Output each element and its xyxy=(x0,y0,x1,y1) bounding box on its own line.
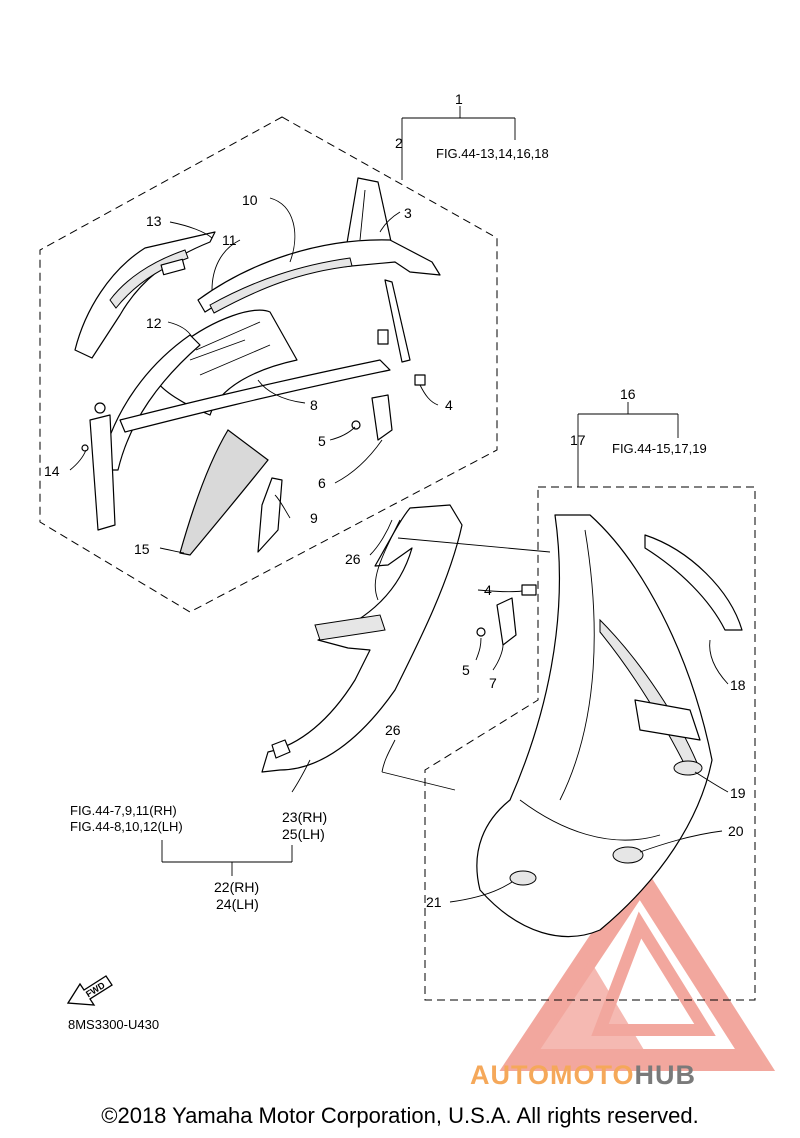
part-10-upper-panel xyxy=(197,239,441,314)
callout-4-top: 4 xyxy=(445,397,453,413)
reference-fig-lh: FIG.44-8,10,12(LH) xyxy=(70,819,183,834)
leader-lines xyxy=(69,106,729,903)
callout-26-bottom: 26 xyxy=(385,722,401,738)
callout-21: 21 xyxy=(426,894,442,910)
right-assembly-boundary xyxy=(424,486,756,1001)
part-19-pad xyxy=(673,760,703,776)
callout-20: 20 xyxy=(728,823,744,839)
callout-25: 25(LH) xyxy=(282,826,325,842)
callout-18: 18 xyxy=(730,677,746,693)
callout-13: 13 xyxy=(146,213,162,229)
callout-2: 2 xyxy=(395,135,403,151)
part-3-windscreen xyxy=(346,177,393,247)
copyright-text: ©2018 Yamaha Motor Corporation, U.S.A. A… xyxy=(101,1103,699,1128)
callout-23: 23(RH) xyxy=(282,809,327,825)
part-23-side-panel xyxy=(261,504,463,773)
part-6-clip xyxy=(351,394,393,441)
callout-16: 16 xyxy=(620,386,636,402)
reference-fig-top: FIG.44-13,14,16,18 xyxy=(436,146,549,161)
callout-11: 11 xyxy=(222,232,237,248)
callout-5-mid: 5 xyxy=(462,662,470,678)
callout-10: 10 xyxy=(242,192,258,208)
reference-fig-rh: FIG.44-7,9,11(RH) xyxy=(70,803,177,818)
part-9-bracket xyxy=(257,477,283,553)
callout-7: 7 xyxy=(489,675,497,691)
top-assembly-boundary xyxy=(39,116,498,613)
callout-6: 6 xyxy=(318,475,326,491)
part-13-side-cover xyxy=(74,231,216,359)
callout-22: 22(RH) xyxy=(214,879,259,895)
callout-4-mid: 4 xyxy=(484,582,492,598)
watermark-logo xyxy=(499,859,776,1071)
diagram-code: 8MS3300-U430 xyxy=(68,1017,159,1032)
reference-fig-mid: FIG.44-15,17,19 xyxy=(612,441,707,456)
part-8-inner-panel xyxy=(154,309,298,416)
callout-14: 14 xyxy=(44,463,60,479)
callout-19: 19 xyxy=(730,785,746,801)
part-7-bracket xyxy=(476,584,537,646)
part-21-pad xyxy=(509,870,537,886)
callout-9: 9 xyxy=(310,510,318,526)
callout-3: 3 xyxy=(404,205,412,221)
callout-8: 8 xyxy=(310,397,318,413)
callout-15: 15 xyxy=(134,541,150,557)
watermark-brand: AUTOMOTOHUB xyxy=(470,1060,696,1091)
part-15-mesh-panel xyxy=(179,429,269,556)
part-20-pad xyxy=(612,846,644,864)
callout-12: 12 xyxy=(146,315,162,331)
part-18-screen xyxy=(644,534,743,631)
fwd-arrow-icon: FWD xyxy=(66,975,113,1006)
part-14-clip xyxy=(81,402,116,531)
callout-26-top: 26 xyxy=(345,551,361,567)
callout-17: 17 xyxy=(570,432,586,448)
callout-24: 24(LH) xyxy=(216,896,259,912)
callout-5-top: 5 xyxy=(318,433,326,449)
watermark-part2: HUB xyxy=(634,1060,697,1090)
part-12-lower-panel xyxy=(99,334,391,471)
part-17-front-cowl xyxy=(476,514,713,938)
watermark-part1: AUTOMOTO xyxy=(470,1060,635,1090)
callout-1: 1 xyxy=(455,91,463,107)
